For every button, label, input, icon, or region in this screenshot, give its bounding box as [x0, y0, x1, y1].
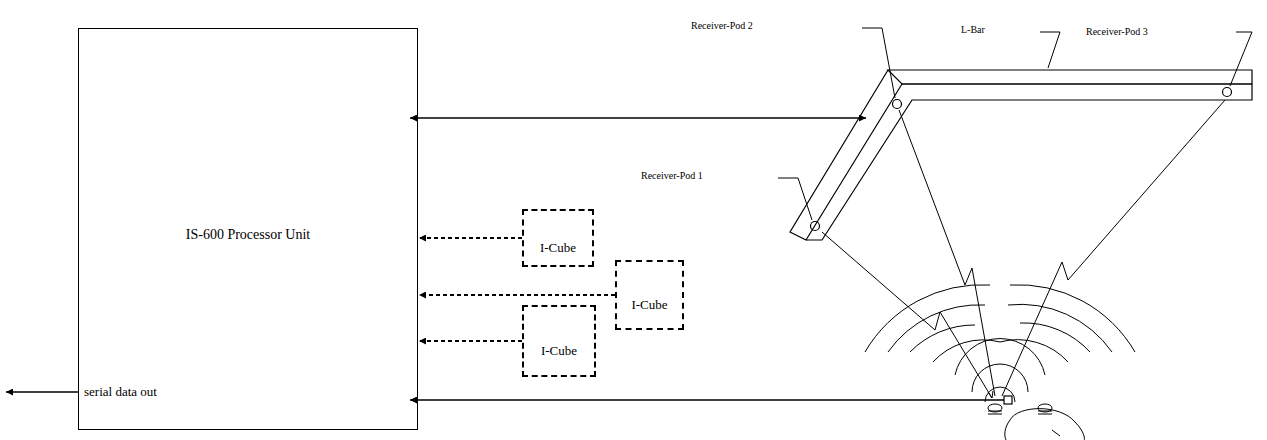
dashed-connector [419, 237, 522, 239]
leader-lines [778, 28, 1252, 220]
part-label: Receiver-Pod 3 [1085, 26, 1149, 37]
dashed-connector [419, 294, 615, 296]
l-bar [790, 70, 1252, 240]
i-cube-box: I-Cube [522, 209, 594, 267]
pod-signal-lines [822, 100, 1225, 398]
node-title: I-Cube [526, 343, 592, 359]
part-label: L-Bar [960, 24, 986, 35]
node-title: I-Cube [526, 240, 590, 256]
i-cube-box: I-Cube [522, 305, 596, 377]
data-links [6, 118, 1012, 404]
node-title: I-Cube [619, 297, 680, 313]
node-title: IS-600 Processor Unit [79, 227, 417, 243]
port-label: serial data out [84, 384, 157, 400]
sound-waves [865, 285, 1135, 402]
head [1005, 409, 1085, 440]
part-label: Receiver-Pod 1 [640, 170, 704, 181]
i-cube-box: I-Cube [615, 260, 684, 330]
dashed-connector [419, 340, 522, 342]
part-label: Receiver-Pod 2 [690, 20, 754, 31]
processor-box: IS-600 Processor Unit serial data out [78, 28, 418, 430]
